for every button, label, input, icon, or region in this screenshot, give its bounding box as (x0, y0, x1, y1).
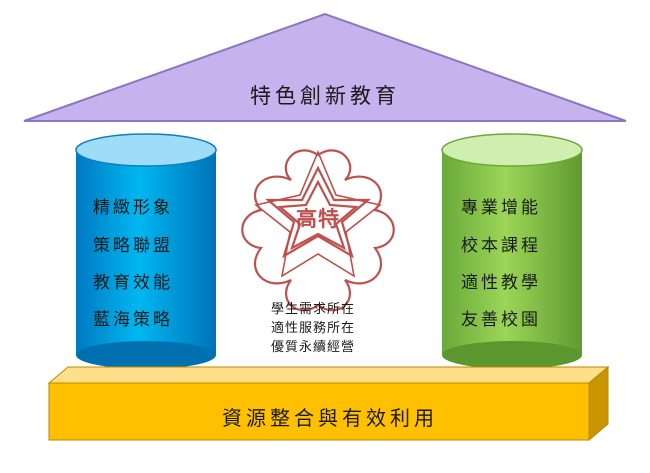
right-pillar (441, 133, 583, 369)
right-pillar-item: 校本課程 (461, 236, 541, 256)
left-pillar (75, 133, 217, 369)
motto-line: 學生需求所在 (270, 302, 355, 317)
right-pillar-item: 適性教學 (461, 273, 541, 293)
roof-triangle (23, 12, 627, 122)
motto-line: 適性服務所在 (270, 321, 355, 336)
motto-line: 優質永續經營 (270, 340, 355, 355)
left-pillar-item: 教育效能 (93, 273, 173, 293)
right-pillar-item: 友善校園 (461, 310, 541, 330)
logo-text: 高特 (296, 207, 340, 231)
school-logo (241, 149, 395, 312)
right-pillar-item: 專業增能 (461, 198, 541, 218)
left-pillar-item: 藍海策略 (93, 310, 173, 330)
left-pillar-item: 策略聯盟 (93, 236, 173, 256)
base-beam (47, 365, 610, 442)
roof-title: 特色創新教育 (250, 84, 400, 108)
left-pillar-item: 精緻形象 (93, 198, 173, 218)
base-title: 資源整合與有效利用 (222, 406, 438, 430)
